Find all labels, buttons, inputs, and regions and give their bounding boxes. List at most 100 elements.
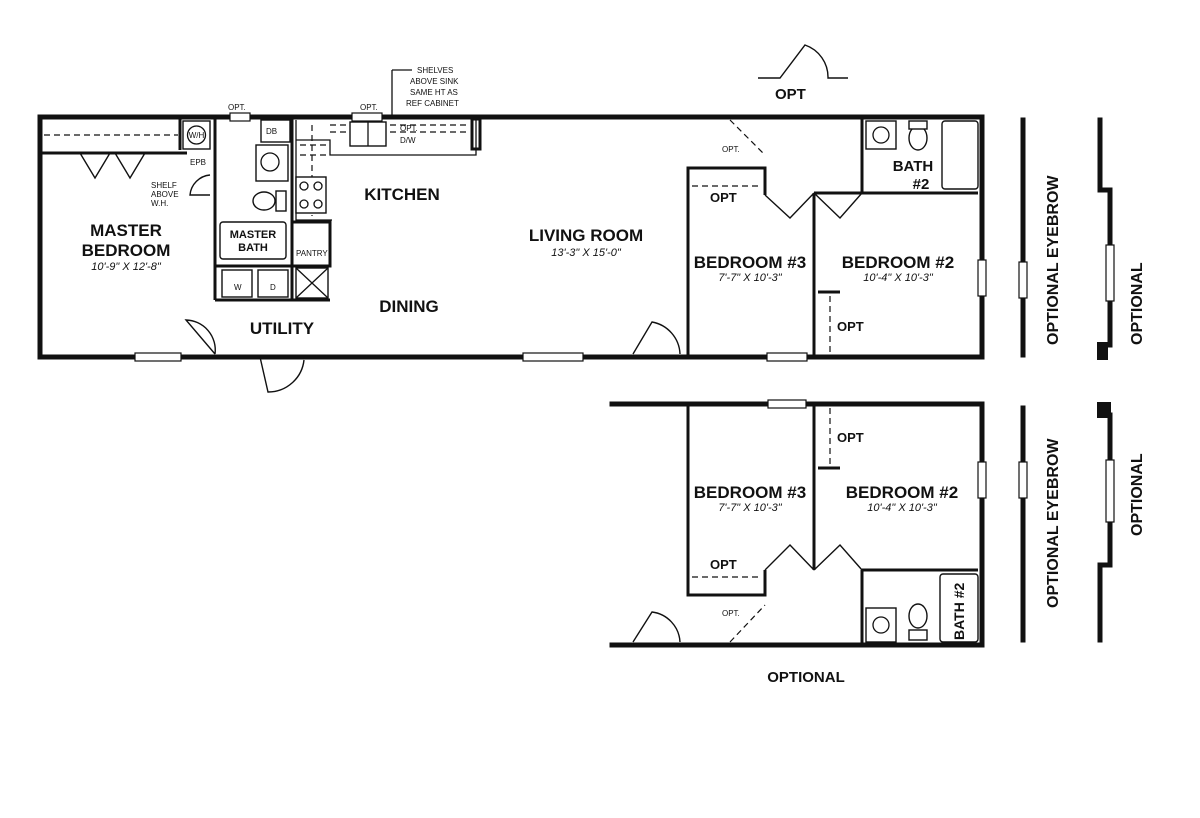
master-bath-label-1: MASTER <box>230 229 277 241</box>
window <box>1105 244 1115 302</box>
optional-label-top: OPTIONAL <box>1129 262 1146 345</box>
bath2-label-1: BATH <box>893 158 934 175</box>
master-bath-tub <box>219 221 287 260</box>
wall-end-block <box>1097 342 1108 360</box>
master-bedroom-dim: 10'-9" X 12'-8" <box>91 261 162 273</box>
washer <box>221 269 253 298</box>
alt-bath2-toilet <box>908 603 928 629</box>
shelf-note-2: ABOVE <box>151 190 179 199</box>
bath2-sink-icon <box>872 126 890 144</box>
pantry-box <box>290 220 332 268</box>
burner-icon <box>313 181 323 191</box>
bedroom2-closet-opt: OPT <box>837 319 864 334</box>
bedroom2-dim: 10'-4" X 10'-3" <box>863 272 934 284</box>
dw-label: D/W <box>400 136 416 145</box>
optional-door-top <box>758 44 848 79</box>
alt-bedroom2-closet-opt: OPT <box>837 430 864 445</box>
toilet-tank <box>275 190 287 212</box>
utility-door-swing <box>184 319 216 355</box>
optional-wall <box>1097 117 1113 348</box>
kitchen-label: KITCHEN <box>364 185 440 204</box>
bedroom2-label: BEDROOM #2 <box>842 253 954 272</box>
bath2-sink <box>865 120 897 150</box>
top-window-opt: OPT. <box>228 103 246 112</box>
window <box>229 112 251 122</box>
bedroom-doors <box>764 192 863 220</box>
epb-label: EPB <box>190 158 206 167</box>
callout-line-3: SAME HT AS <box>410 88 458 97</box>
alt-front-door-swing <box>632 611 681 643</box>
window <box>134 352 182 362</box>
window <box>1105 459 1115 523</box>
alt-bedroom3-label: BEDROOM #3 <box>694 483 806 502</box>
opt-door-dashed <box>729 119 766 156</box>
master-bedroom-label-2: BEDROOM <box>82 241 171 260</box>
alt-bedroom-doors <box>764 543 863 571</box>
range <box>295 176 327 214</box>
bath2-label-2: #2 <box>913 176 930 193</box>
optional-eyebrow-label-top: OPTIONAL EYEBROW <box>1045 175 1062 345</box>
alt-bath2-sink-icon <box>872 616 890 634</box>
alt-bath2-toilet-tank <box>908 629 928 641</box>
alt-bedroom2-dim: 10'-4" X 10'-3" <box>867 502 938 514</box>
burner-icon <box>313 199 323 209</box>
bedroom3-closet-opt: OPT <box>710 190 737 205</box>
utility-label: UTILITY <box>250 319 315 338</box>
bath2-toilet-tank <box>908 120 928 130</box>
dining-label: DINING <box>379 297 439 316</box>
dryer-label: D <box>270 283 276 292</box>
db-label: DB <box>266 127 277 136</box>
dryer <box>257 269 289 298</box>
alt-hall-opt-label: OPT. <box>722 609 740 618</box>
shelf-note-1: SHELF <box>151 181 177 190</box>
optional-bottom-label: OPTIONAL <box>767 669 845 686</box>
kitchen-window-opt: OPT. <box>360 103 378 112</box>
alt-opt-door-dashed <box>729 604 766 643</box>
window <box>767 399 807 409</box>
alt-bedroom3-closet-opt: OPT <box>710 557 737 572</box>
burner-icon <box>299 181 309 191</box>
alt-bath2-sink <box>865 607 897 643</box>
pantry-label: PANTRY <box>296 249 328 258</box>
living-room-label: LIVING ROOM <box>529 226 643 245</box>
water-heater-label: W/H <box>189 131 205 140</box>
hall-opt-label: OPT. <box>722 145 740 154</box>
wall-end-block <box>1097 402 1111 418</box>
toilet-icon <box>252 191 276 211</box>
bedroom3-wall <box>686 166 767 357</box>
bedroom3-dim: 7'-7" X 10'-3" <box>718 272 782 284</box>
washer-label: W <box>234 283 242 292</box>
front-door-swing <box>632 321 681 355</box>
callout-line-1: SHELVES <box>417 66 453 75</box>
master-bedroom-label-1: MASTER <box>90 221 162 240</box>
living-room-dim: 13'-3" X 15'-0" <box>551 247 622 259</box>
optional-eyebrow-elevation-bottom: OPTIONAL EYEBROW OPTIONAL <box>1018 402 1146 643</box>
alt-bath2-label: BATH #2 <box>951 582 967 640</box>
main-floor-plan: W/H EPB SHELF ABOVE W.H. DB MASTER BATH … <box>37 44 987 393</box>
alt-bath2-tub <box>939 573 979 643</box>
window <box>977 259 987 297</box>
dw-opt: OPT. <box>400 124 418 133</box>
exterior-door-swing <box>259 356 305 393</box>
alt-bedroom3-wall <box>686 404 767 597</box>
door-swing <box>189 174 211 196</box>
optional-wall <box>1097 412 1113 643</box>
counter-top <box>296 120 477 156</box>
alternate-bedroom-plan: BATH #2 OPT. BEDROOM #3 7'-7" X 10'-3" B… <box>609 399 987 686</box>
window <box>766 352 808 362</box>
shelf-note-3: W.H. <box>151 199 168 208</box>
sink-icon <box>260 152 280 172</box>
callout-line-4: REF CABINET <box>406 99 459 108</box>
alt-bedroom2-label: BEDROOM #2 <box>846 483 958 502</box>
burner-icon <box>299 199 309 209</box>
window <box>977 461 987 499</box>
closet-bifold-door <box>79 152 146 180</box>
bath2-tub <box>941 120 979 190</box>
master-bath-label-2: BATH <box>238 242 268 254</box>
top-opt-label: OPT <box>775 86 806 103</box>
bedroom3-label: BEDROOM #3 <box>694 253 806 272</box>
fridge-wall <box>470 117 482 151</box>
window <box>351 112 383 122</box>
